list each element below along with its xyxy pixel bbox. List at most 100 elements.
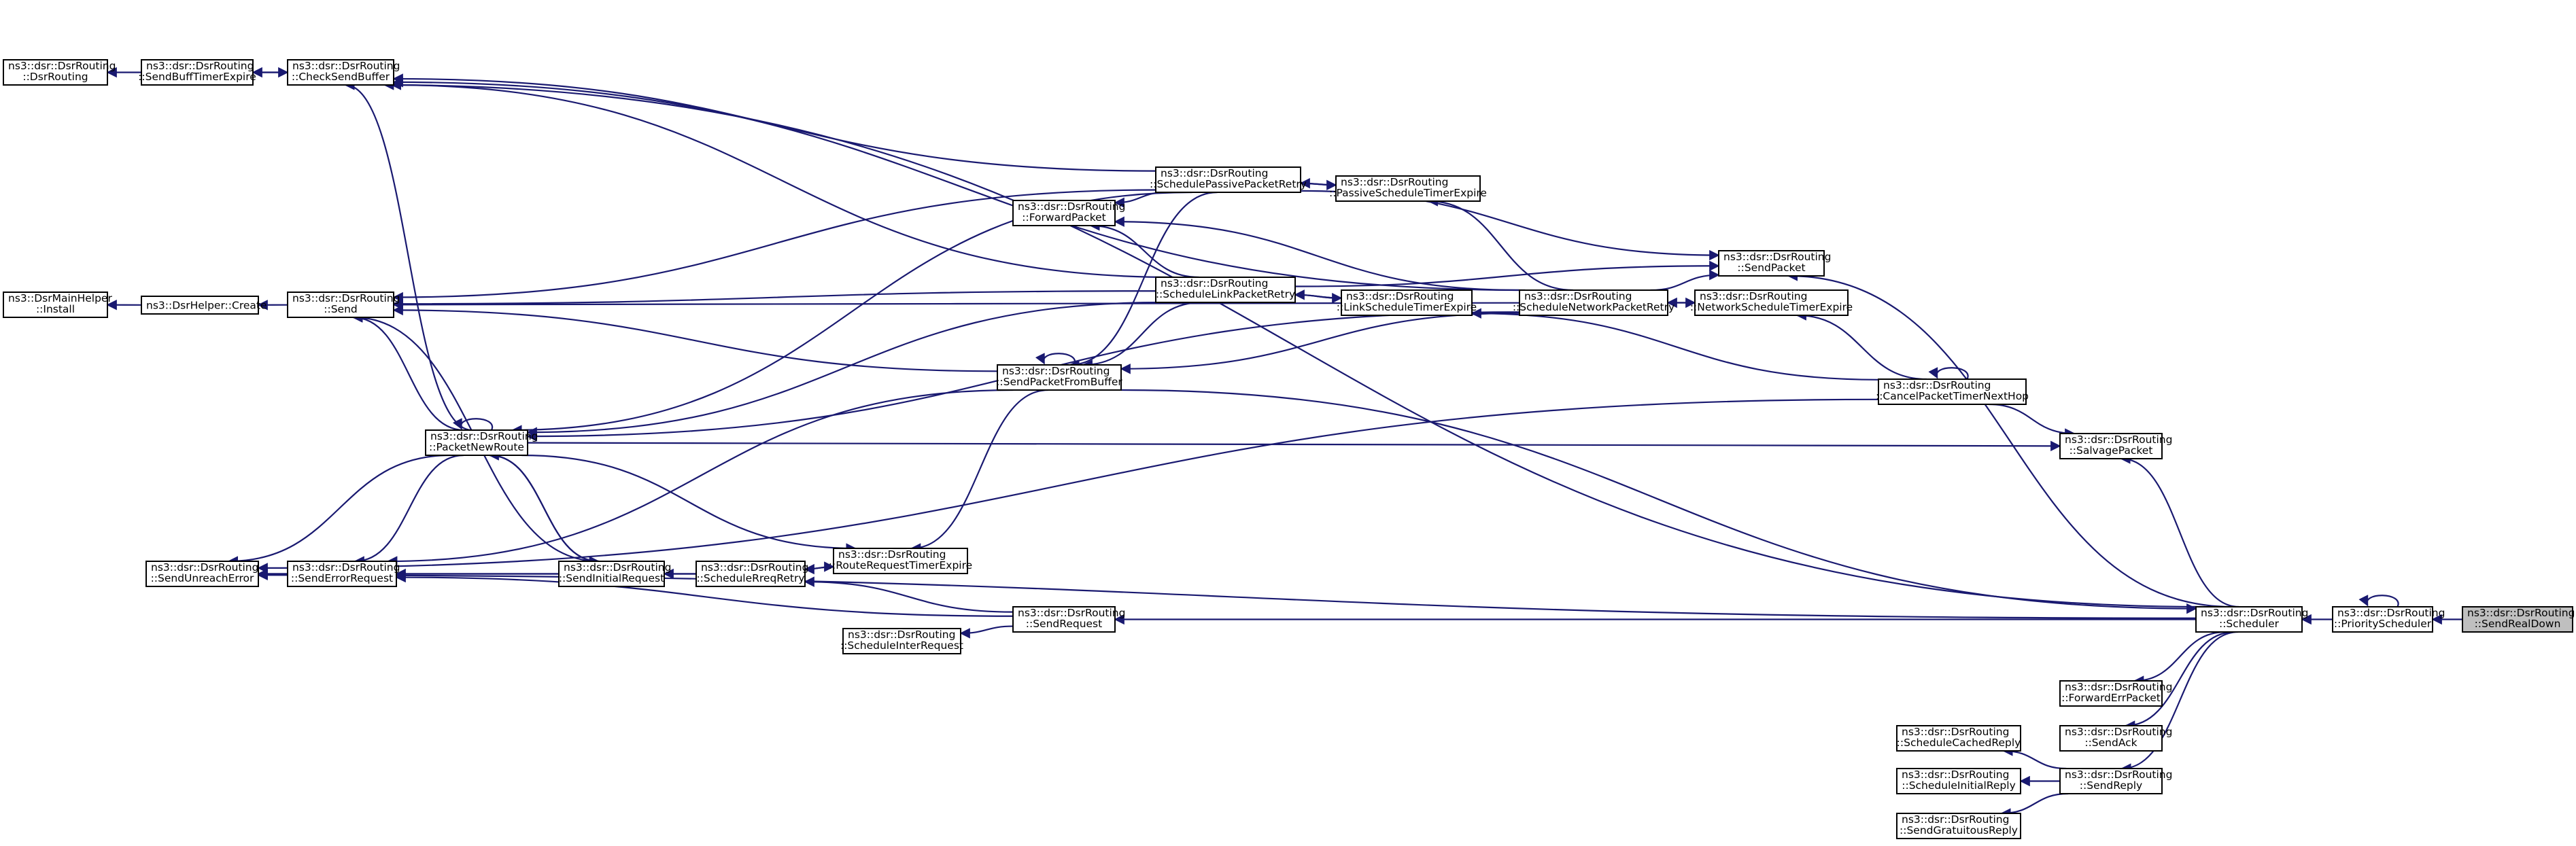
node-box	[2059, 725, 2163, 752]
node-scheduleinterrequest[interactable]: ns3::dsr::DsrRouting::ScheduleInterReque…	[840, 628, 963, 654]
node-label-line: ::PassiveScheduleTimerExpire	[1329, 187, 1487, 199]
node-label-line: ::SendRealDown	[2475, 618, 2561, 630]
node-box	[287, 561, 397, 587]
node-box	[1896, 768, 2021, 794]
edge-schedulenetworkpacketretry-to-checksendbuffer	[392, 77, 1526, 292]
node-schedulerreqretry[interactable]: ns3::dsr::DsrRouting::ScheduleRreqRetry	[695, 561, 808, 587]
node-label-line: ::SendPacketFromBuffer	[996, 376, 1122, 388]
node-schedulenetworkpacketretry[interactable]: ns3::dsr::DsrRouting::ScheduleNetworkPac…	[1513, 289, 1675, 316]
node-label-line: ns3::dsr::DsrRouting	[292, 60, 400, 72]
edge-cancelpackettimernexthop-to-linkscheduletimerexpire	[1471, 308, 1879, 381]
node-linkscheduletimerexpire[interactable]: ns3::dsr::DsrRouting::LinkScheduleTimerE…	[1337, 289, 1477, 316]
node-label-line: ::SendRequest	[1026, 618, 1102, 630]
node-label-line: ns3::dsr::DsrRouting	[1524, 290, 1632, 302]
node-salvagepacket[interactable]: ns3::dsr::DsrRouting::SalvagePacket	[2059, 433, 2172, 459]
node-label-line: ns3::dsr::DsrRouting	[151, 561, 258, 574]
node-box	[1335, 175, 1481, 202]
node-box	[1012, 200, 1116, 226]
node-label-line: ns3::dsr::DsrRouting	[2065, 726, 2172, 738]
node-sendinitialrequest[interactable]: ns3::dsr::DsrRouting::SendInitialRequest	[558, 561, 672, 587]
node-helpercreate[interactable]: ns3::DsrHelper::Create	[141, 296, 267, 315]
edge-schedulepassivepacketretry-to-send	[392, 189, 1156, 303]
node-sendbufftimerexpire[interactable]: ns3::dsr::DsrRouting::SendBuffTimerExpir…	[138, 59, 256, 86]
node-schedulepassivepacketretry[interactable]: ns3::dsr::DsrRouting::SchedulePassivePac…	[1150, 166, 1307, 193]
node-forwardpacket[interactable]: ns3::dsr::DsrRouting::ForwardPacket	[1012, 200, 1125, 226]
node-box	[145, 561, 259, 587]
node-packetnewroute[interactable]: ns3::dsr::DsrRouting::PacketNewRoute	[425, 429, 538, 456]
node-box	[2195, 606, 2303, 633]
node-dsrrouting[interactable]: ns3::dsr::DsrRouting::DsrRouting	[3, 59, 116, 86]
edge-sendpacketfrombuffer-to-sendpacketfrombuffer	[1035, 353, 1076, 366]
node-label-line: ::CancelPacketTimerNextHop	[1876, 390, 2029, 402]
node-cancelpackettimernexthop[interactable]: ns3::dsr::DsrRouting::CancelPacketTimerN…	[1876, 378, 2029, 405]
node-sendrealdown[interactable]: ns3::dsr::DsrRouting::SendRealDown	[2462, 606, 2575, 633]
node-box	[842, 628, 961, 654]
node-label-line: ns3::dsr::DsrRouting	[1902, 813, 2009, 826]
edge-schedulelinkpacketretry-to-send	[392, 290, 1156, 309]
node-label-line: ::RouteRequestTimerExpire	[829, 559, 972, 571]
node-label-line: ::SendGratuitousReply	[1900, 824, 2018, 836]
edge-scheduler-to-checksendbuffer	[383, 80, 2205, 608]
node-scheduleinitialreply[interactable]: ns3::dsr::DsrRouting::ScheduleInitialRep…	[1896, 768, 2021, 794]
edge-scheduler-to-sendack	[2124, 631, 2235, 731]
node-box	[1012, 606, 1116, 633]
node-box	[1694, 289, 1849, 316]
edge-schedulelinkpacketretry-to-checksendbuffer	[390, 80, 1175, 279]
edge-scheduler-to-forwarderrpacket	[2133, 631, 2226, 686]
node-label-line: ::ForwardPacket	[1022, 211, 1106, 224]
edge-sendpacketfrombuffer-to-routerequesttimerexpire	[910, 389, 1049, 554]
edge-layer	[106, 67, 2463, 819]
node-box	[141, 296, 259, 315]
node-priorityscheduler[interactable]: ns3::dsr::DsrRouting::PriorityScheduler	[2332, 606, 2445, 633]
node-box	[558, 561, 665, 587]
node-label-line: ns3::dsr::DsrRouting	[564, 561, 671, 574]
node-label-line: ns3::dsr::DsrRouting	[2201, 607, 2308, 619]
edge-sendrequest-to-senderrorrequest	[395, 571, 1014, 617]
edge-packetnewroute-to-salvagepacket	[527, 440, 2061, 452]
node-forwarderrpacket[interactable]: ns3::dsr::DsrRouting::ForwardErrPacket	[2059, 680, 2172, 707]
node-label-line: ns3::dsr::DsrRouting	[1161, 277, 1268, 289]
edge-scheduler-to-sendreply	[2120, 631, 2239, 774]
node-schedulecachedreply[interactable]: ns3::dsr::DsrRouting::ScheduleCachedRepl…	[1896, 725, 2021, 752]
node-box	[3, 59, 108, 86]
edge-sendpacketfrombuffer-to-send	[392, 304, 998, 372]
node-box	[287, 59, 394, 86]
edge-sendpacketfrombuffer-to-senderrorrequest	[386, 389, 1014, 567]
edge-schedulenetworkpacketretry-to-passivescheduletimerexpire	[1427, 196, 1573, 292]
node-sendgratuitousreply[interactable]: ns3::dsr::DsrRouting::SendGratuitousRepl…	[1896, 813, 2021, 839]
node-senderrorrequest[interactable]: ns3::dsr::DsrRouting::SendErrorRequest	[287, 561, 400, 587]
node-box	[1878, 378, 2027, 405]
node-label-line: ns3::dsr::DsrRouting	[8, 60, 116, 72]
node-label-line: ::PriorityScheduler	[2334, 618, 2432, 630]
node-label-line: ns3::dsr::DsrRouting	[1902, 769, 2009, 781]
node-sendreply[interactable]: ns3::dsr::DsrRouting::SendReply	[2059, 768, 2172, 794]
node-label-line: ns3::dsr::DsrRouting	[1018, 200, 1125, 213]
node-mainhelperinstall[interactable]: ns3::DsrMainHelper::Install	[3, 292, 112, 318]
node-label-line: ns3::dsr::DsrRouting	[2065, 434, 2172, 446]
node-label-line: ::LinkScheduleTimerExpire	[1337, 301, 1477, 313]
edge-sendrequest-to-scheduleinterrequest	[959, 625, 1014, 639]
node-sendunreacherror[interactable]: ns3::dsr::DsrRouting::SendUnreachError	[145, 561, 259, 587]
node-sendpacketfrombuffer[interactable]: ns3::dsr::DsrRouting::SendPacketFromBuff…	[996, 364, 1122, 391]
node-sendpacket[interactable]: ns3::dsr::DsrRouting::SendPacket	[1718, 250, 1831, 277]
node-sendack[interactable]: ns3::dsr::DsrRouting::SendAck	[2059, 725, 2172, 752]
node-layer: ns3::dsr::DsrRouting::DsrRoutingns3::dsr…	[3, 59, 2575, 839]
node-label-line: ns3::dsr::DsrRouting	[2337, 607, 2445, 619]
node-routerequesttimerexpire[interactable]: ns3::dsr::DsrRouting::RouteRequestTimerE…	[829, 548, 972, 574]
node-scheduler[interactable]: ns3::dsr::DsrRouting::Scheduler	[2195, 606, 2308, 633]
node-box	[3, 292, 108, 318]
node-sendrequest[interactable]: ns3::dsr::DsrRouting::SendRequest	[1012, 606, 1125, 633]
node-schedulelinkpacketretry[interactable]: ns3::dsr::DsrRouting::ScheduleLinkPacket…	[1155, 277, 1296, 303]
node-box	[1896, 813, 2021, 839]
edge-schedulenetworkpacketretry-to-send	[392, 299, 1520, 311]
node-checksendbuffer[interactable]: ns3::dsr::DsrRouting::CheckSendBuffer	[287, 59, 400, 86]
edge-scheduler-to-sendpacket	[1787, 270, 2233, 608]
node-send[interactable]: ns3::dsr::DsrRouting::Send	[287, 292, 400, 318]
node-networkscheduletimerexpire[interactable]: ns3::dsr::DsrRouting::NetworkScheduleTim…	[1690, 289, 1853, 316]
edge-cancelpackettimernexthop-to-cancelpackettimernexthop	[1928, 367, 1969, 380]
node-label-line: ns3::dsr::DsrRouting	[1346, 290, 1454, 302]
node-box	[287, 292, 394, 318]
node-label-line: ::NetworkScheduleTimerExpire	[1690, 301, 1853, 313]
node-passivescheduletimerexpire[interactable]: ns3::dsr::DsrRouting::PassiveScheduleTim…	[1329, 175, 1487, 202]
edge-sendreply-to-schedulecachedreply	[2002, 745, 2067, 770]
